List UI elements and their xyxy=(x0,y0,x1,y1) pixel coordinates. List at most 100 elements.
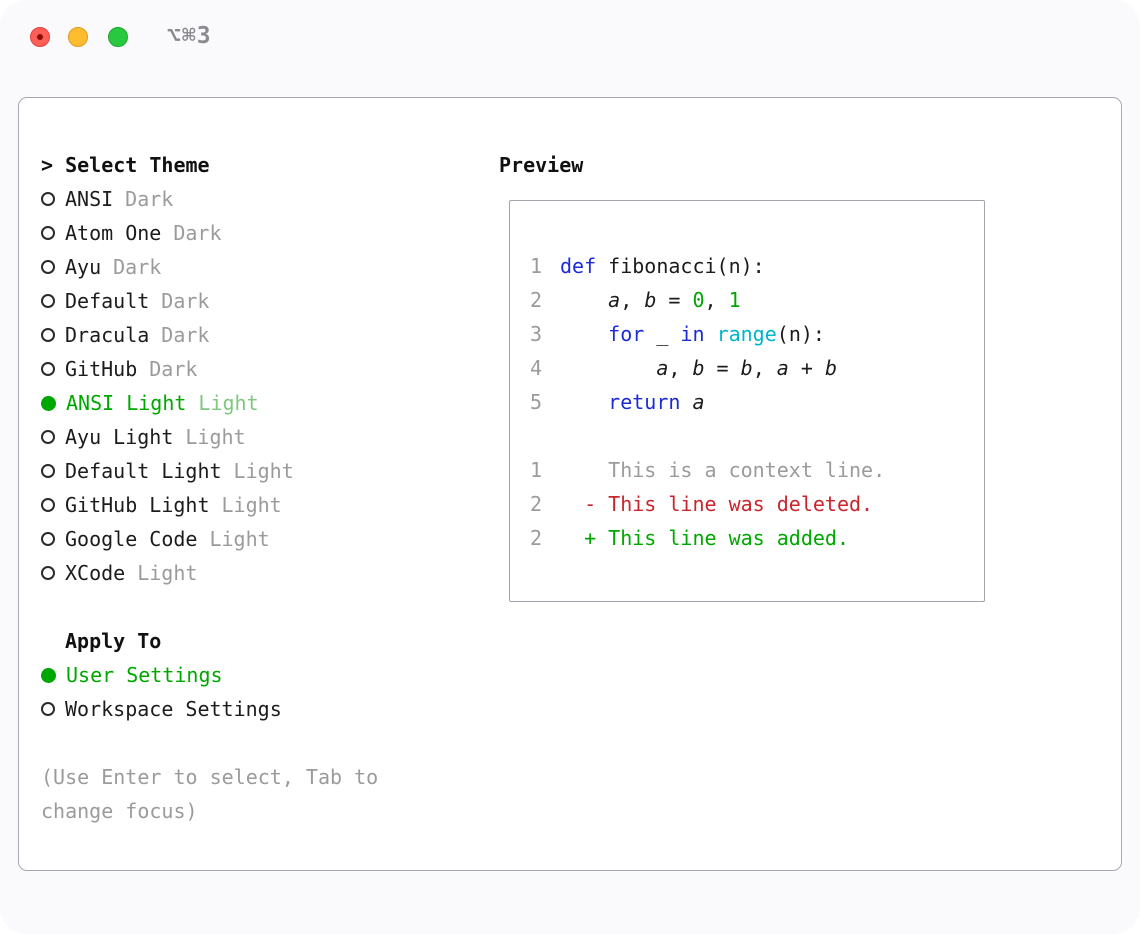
token-var: a xyxy=(608,288,621,312)
help-text: (Use Enter to select, Tab to change focu… xyxy=(41,765,379,823)
theme-option-default[interactable]: Default Dark xyxy=(41,284,499,318)
radio-unselected-icon xyxy=(41,430,55,444)
radio-unselected-icon xyxy=(41,362,55,376)
radio-unselected-icon xyxy=(41,192,55,206)
option-label: Atom One xyxy=(65,221,162,245)
radio-unselected-icon xyxy=(41,532,55,546)
token-var: a xyxy=(656,356,669,380)
window-titlebar: ⌥⌘3 xyxy=(0,0,1140,97)
option-label: Default xyxy=(65,289,150,313)
line-number: 1 xyxy=(530,458,543,482)
option-variant: Dark xyxy=(161,323,210,347)
token-var: b xyxy=(740,356,753,380)
apply-option-user-settings[interactable]: User Settings xyxy=(41,658,499,692)
option-variant: Light xyxy=(233,459,294,483)
token-add: + This line was added. xyxy=(560,526,849,550)
option-variant: Light xyxy=(198,391,259,415)
token-var: b xyxy=(824,356,837,380)
code-line: 2 a, b = 0, 1 xyxy=(530,283,964,317)
window-shortcut-label: ⌥⌘3 xyxy=(167,23,212,49)
option-label: GitHub Light xyxy=(65,493,210,517)
code-text: a, b = b, a + b xyxy=(560,356,837,380)
token-var: b xyxy=(692,356,705,380)
code-text: for _ in range(n): xyxy=(560,322,825,346)
token-kw: in xyxy=(680,322,705,346)
token-plain: (n): xyxy=(776,322,825,346)
theme-option-ansi[interactable]: ANSI Dark xyxy=(41,182,499,216)
code-line xyxy=(530,419,964,453)
code-text: def fibonacci(n): xyxy=(560,254,765,278)
option-label: Ayu xyxy=(65,255,102,279)
line-number: 2 xyxy=(530,492,543,516)
token-plain: _ xyxy=(644,322,681,346)
radio-unselected-icon xyxy=(41,328,55,342)
theme-option-ayu[interactable]: Ayu Dark xyxy=(41,250,499,284)
code-line: 2 + This line was added. xyxy=(530,521,964,555)
token-num: 0 xyxy=(692,288,705,312)
apply-option-workspace-settings[interactable]: Workspace Settings xyxy=(41,692,499,726)
token-kw: return xyxy=(608,390,681,414)
option-variant: Dark xyxy=(125,187,174,211)
option-label: Ayu Light xyxy=(65,425,174,449)
line-number: 1 xyxy=(530,254,543,278)
code-line: 4 a, b = b, a + b xyxy=(530,351,964,385)
token-plain xyxy=(560,288,608,312)
token-plain xyxy=(560,356,656,380)
token-kw: for xyxy=(608,322,645,346)
token-plain: , xyxy=(668,356,693,380)
close-button[interactable] xyxy=(30,27,50,47)
code-line: 3 for _ in range(n): xyxy=(530,317,964,351)
code-line: 1 def fibonacci(n): xyxy=(530,249,964,283)
code-line: 2 - This line was deleted. xyxy=(530,487,964,521)
line-number: 2 xyxy=(530,288,543,312)
radio-unselected-icon xyxy=(41,702,55,716)
preview-heading: Preview xyxy=(499,153,584,177)
radio-unselected-icon xyxy=(41,294,55,308)
code-text: a, b = 0, 1 xyxy=(560,288,741,312)
token-num: 1 xyxy=(728,288,741,312)
option-variant: Dark xyxy=(161,289,210,313)
code-text: - This line was deleted. xyxy=(560,492,873,516)
code-text: + This line was added. xyxy=(560,526,849,550)
token-plain xyxy=(560,322,608,346)
option-variant: Dark xyxy=(173,221,222,245)
token-plain xyxy=(705,322,717,346)
theme-option-default-light[interactable]: Default Light Light xyxy=(41,454,499,488)
token-del: - This line was deleted. xyxy=(560,492,874,516)
line-number: 4 xyxy=(530,356,543,380)
option-label: ANSI xyxy=(65,187,114,211)
option-label: Default Light xyxy=(65,459,222,483)
line-number: 2 xyxy=(530,526,543,550)
code-text: This is a context line. xyxy=(560,458,885,482)
radio-selected-icon xyxy=(41,395,56,411)
token-plain: , xyxy=(752,356,777,380)
radio-selected-icon xyxy=(41,667,56,683)
minimize-button[interactable] xyxy=(68,27,88,47)
option-variant: Dark xyxy=(149,357,198,381)
close-button-dot xyxy=(37,34,43,40)
token-plain: , xyxy=(620,288,645,312)
radio-unselected-icon xyxy=(41,260,55,274)
token-plain xyxy=(560,390,608,414)
option-label: Google Code xyxy=(65,527,198,551)
option-label: Workspace Settings xyxy=(65,697,282,721)
token-ctx: This is a context line. xyxy=(560,458,886,482)
token-kw: def xyxy=(560,254,597,278)
option-variant: Light xyxy=(137,561,198,585)
theme-option-atom-one[interactable]: Atom One Dark xyxy=(41,216,499,250)
zoom-button[interactable] xyxy=(108,27,128,47)
option-variant: Dark xyxy=(113,255,162,279)
code-line: 5 return a xyxy=(530,385,964,419)
